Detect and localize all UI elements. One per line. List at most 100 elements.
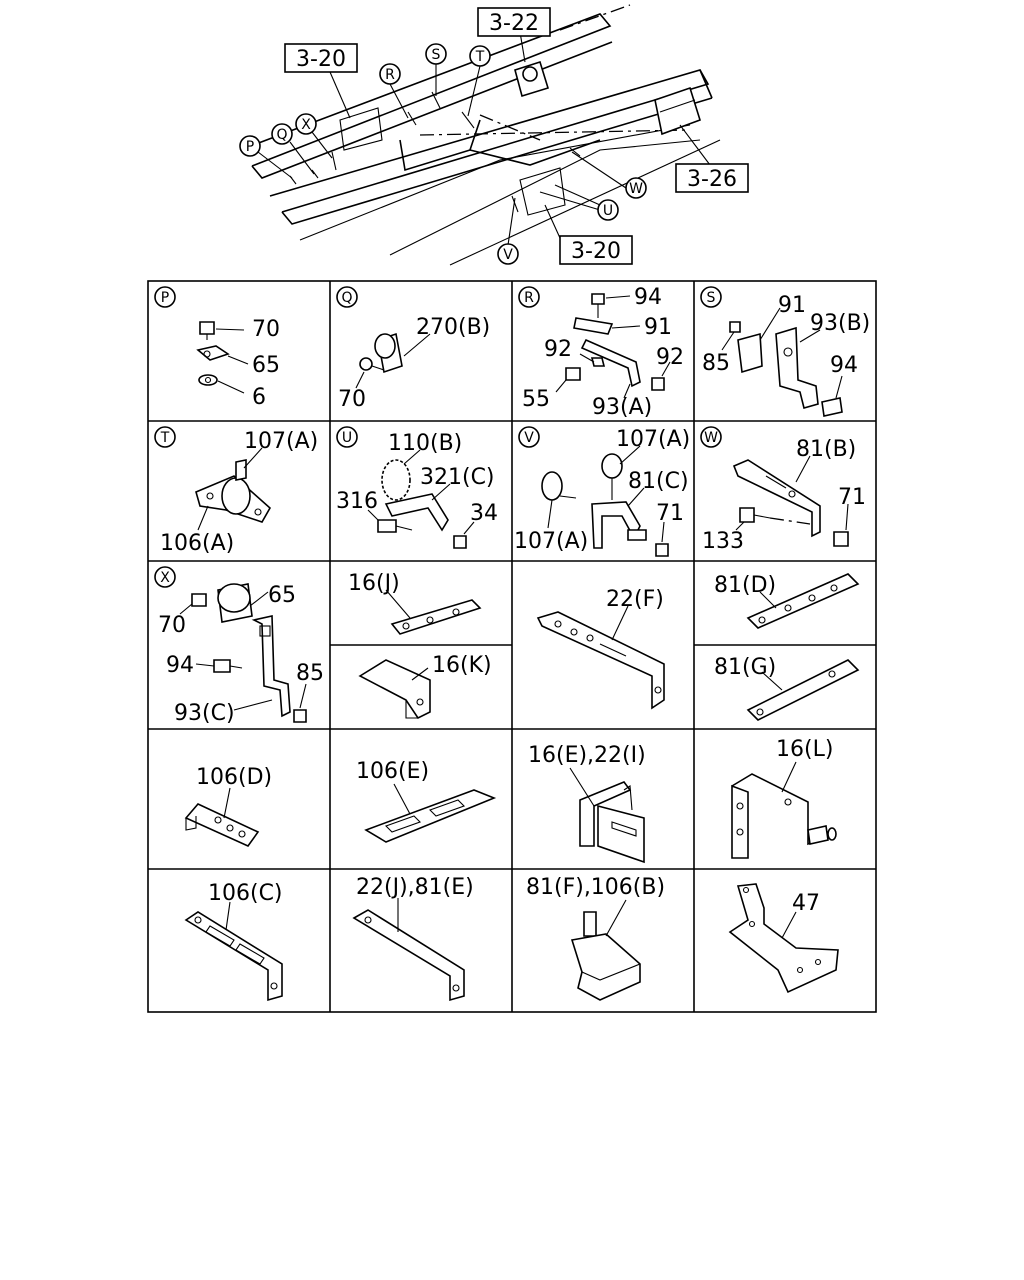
svg-text:92: 92 [544,337,572,362]
cell-W: W 81(B) 71 133 [700,426,866,554]
svg-text:81(F),106(B): 81(F),106(B) [526,875,665,900]
svg-text:70: 70 [158,613,186,638]
svg-text:T: T [475,49,485,65]
svg-text:65: 65 [252,353,280,378]
svg-text:316: 316 [336,489,378,514]
cell-16J: 16(J) [348,571,482,635]
cell-16K: 16(K) [358,653,492,720]
parts-grid [147,280,877,1013]
svg-text:3-22: 3-22 [489,11,539,36]
cell-X: X 65 70 85 94 93(C) [154,566,324,726]
cell-P: P 70 65 6 [154,286,280,410]
svg-text:3-26: 3-26 [687,167,737,192]
cell-81G: 81(G) [714,655,860,721]
svg-text:3-20: 3-20 [571,239,621,264]
cell-81F-106B: 81(F),106(B) [526,875,665,1001]
cell-106C: 106(C) [184,881,283,1002]
cell-81D: 81(D) [714,573,860,629]
svg-text:S: S [707,290,716,306]
callout-U: U [597,199,619,221]
svg-text:85: 85 [702,351,730,376]
svg-text:106(A): 106(A) [160,531,234,556]
svg-text:X: X [301,117,311,133]
cell-106D: 106(D) [184,765,272,847]
svg-text:R: R [524,290,534,306]
svg-text:X: X [160,570,170,586]
svg-text:U: U [603,203,613,219]
svg-text:92: 92 [656,345,684,370]
cell-Q: Q 270(B) 70 [336,286,490,412]
svg-text:91: 91 [644,315,672,340]
ref-box-3-22: 3-22 [477,7,551,37]
callout-W: W [625,177,647,199]
svg-text:16(J): 16(J) [348,571,400,596]
svg-text:V: V [524,430,534,446]
svg-text:16(E),22(I): 16(E),22(I) [528,743,646,768]
cell-22J-81E: 22(J),81(E) [352,875,474,1002]
svg-text:65: 65 [268,583,296,608]
svg-text:133: 133 [702,529,744,554]
svg-text:81(G): 81(G) [714,655,776,680]
svg-text:R: R [385,67,395,83]
cell-16L: 16(L) [731,737,837,859]
svg-text:270(B): 270(B) [416,315,490,340]
callout-P: P [239,135,261,157]
svg-text:16(L): 16(L) [776,737,833,762]
svg-text:93(B): 93(B) [810,311,870,336]
svg-text:W: W [629,181,643,197]
svg-text:70: 70 [252,317,280,342]
svg-text:81(B): 81(B) [796,437,856,462]
svg-text:106(C): 106(C) [208,881,283,906]
callout-V: V [497,243,519,265]
svg-text:81(D): 81(D) [714,573,776,598]
cell-V: V 107(A) 81(C) 71 107(A) [514,426,690,557]
svg-text:U: U [342,430,352,446]
cell-U: U 110(B) 321(C) 316 34 [336,426,498,549]
callout-R: R [379,63,401,85]
ref-box-3-26: 3-26 [675,163,749,193]
cell-16E-22I: 16(E),22(I) [528,743,646,864]
svg-text:V: V [503,247,513,263]
svg-text:T: T [160,430,170,446]
svg-text:110(B): 110(B) [388,431,462,456]
svg-text:47: 47 [792,891,820,916]
svg-text:W: W [704,430,718,446]
svg-text:16(K): 16(K) [432,653,492,678]
svg-text:107(A): 107(A) [616,427,690,452]
ref-box-3-20-bottom: 3-20 [559,235,633,265]
svg-text:22(J),81(E): 22(J),81(E) [356,875,474,900]
svg-text:P: P [161,290,169,306]
svg-text:91: 91 [778,293,806,318]
svg-text:71: 71 [838,485,866,510]
cell-47: 47 [728,883,839,994]
svg-text:107(A): 107(A) [514,529,588,554]
cell-106E: 106(E) [356,759,497,843]
svg-text:34: 34 [470,501,498,526]
svg-text:85: 85 [296,661,324,686]
cell-R: R 94 91 92 92 55 93(A) [518,285,684,420]
svg-text:55: 55 [522,387,550,412]
svg-text:93(A): 93(A) [592,395,652,420]
svg-text:Q: Q [276,127,287,143]
svg-text:94: 94 [166,653,194,678]
overview-leaders [257,31,711,246]
svg-text:94: 94 [634,285,662,310]
svg-text:94: 94 [830,353,858,378]
svg-text:107(A): 107(A) [244,429,318,454]
svg-text:22(F): 22(F) [606,587,664,612]
svg-text:3-20: 3-20 [296,47,346,72]
callout-T: T [469,45,491,67]
svg-text:106(D): 106(D) [196,765,272,790]
svg-text:81(C): 81(C) [628,469,689,494]
ref-box-3-20-top: 3-20 [284,43,358,73]
svg-text:Q: Q [341,290,352,306]
svg-text:321(C): 321(C) [420,465,495,490]
svg-text:6: 6 [252,385,266,410]
svg-text:93(C): 93(C) [174,701,235,726]
svg-text:71: 71 [656,501,684,526]
callout-S: S [425,43,447,65]
cell-T: T 107(A) 106(A) [154,426,318,556]
svg-text:70: 70 [338,387,366,412]
svg-text:106(E): 106(E) [356,759,429,784]
